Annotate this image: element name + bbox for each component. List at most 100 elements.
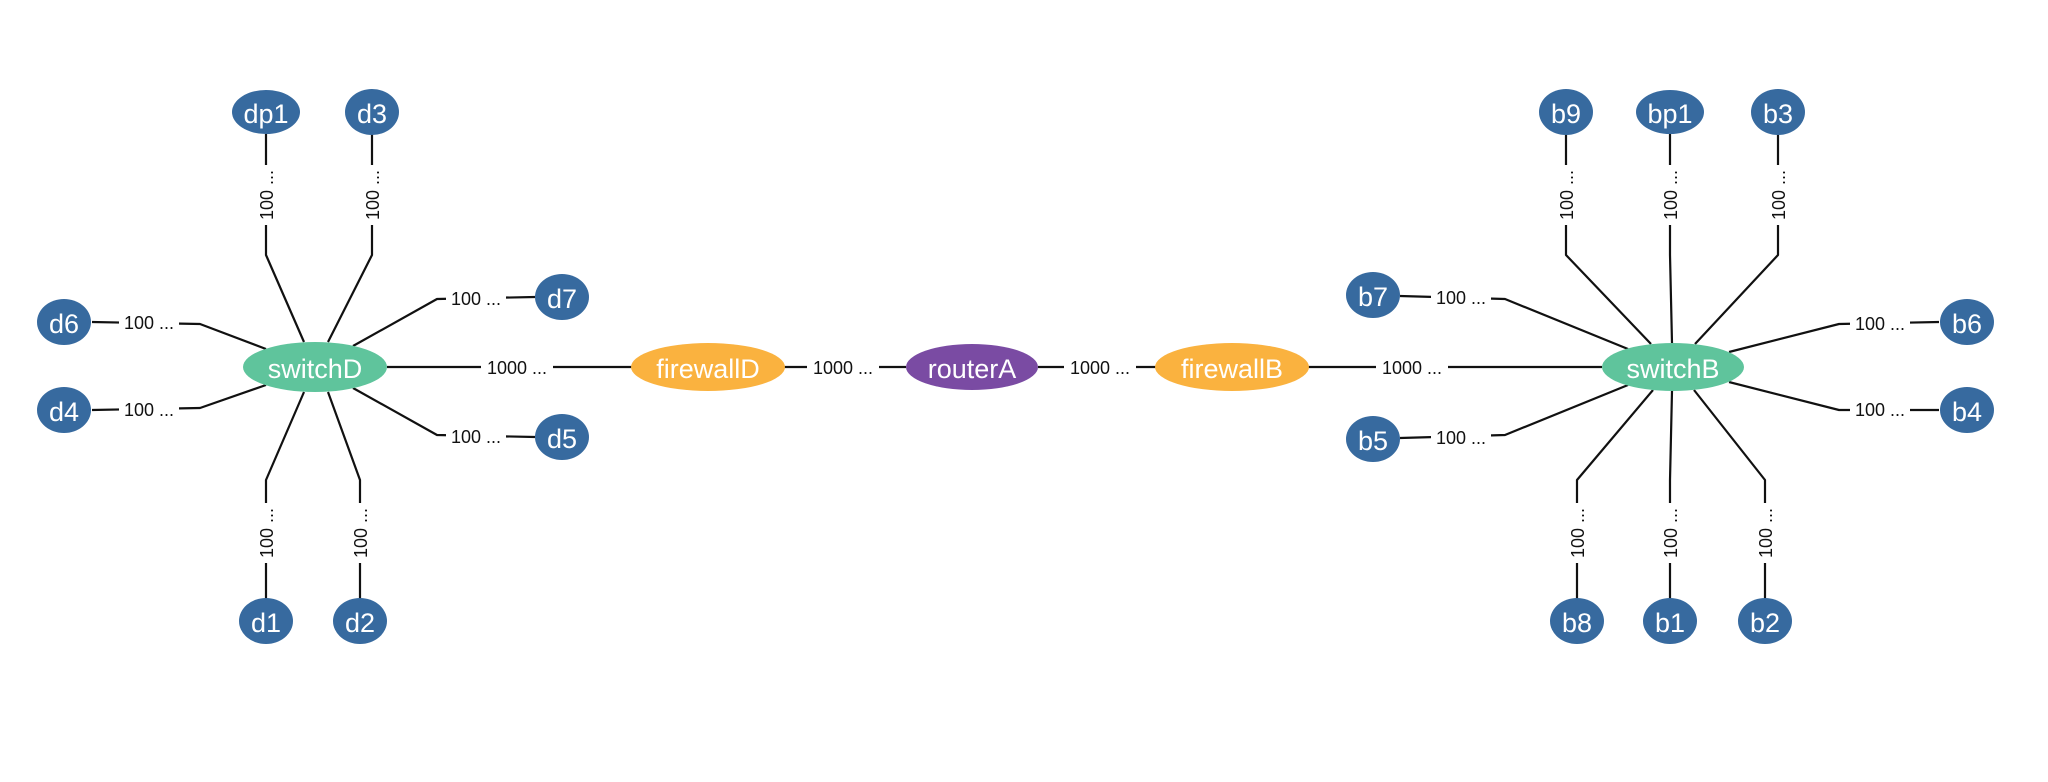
edge-switchB-b1 [1668,390,1674,599]
node-label: b9 [1551,99,1581,129]
edge-label-halo [1376,355,1448,379]
node-label: b4 [1952,397,1982,427]
edge-switchB-b8 [1575,389,1654,599]
node-switchB: switchB [1602,343,1744,391]
edge-label-halo [1658,165,1682,225]
edge-label-text: 100 ... [1855,314,1905,334]
edge-label-switchD-firewallD: 1000 ... [481,355,553,379]
firewall-node-shape [631,343,785,391]
host-node-shape [535,414,589,460]
node-b2: b2 [1738,598,1792,644]
edge-label-firewallD-routerA: 1000 ... [807,355,879,379]
host-node-shape [1539,89,1593,135]
node-label: firewallD [656,354,760,384]
edge-label-switchD-d7: 100 ... [446,286,506,310]
host-node-shape [1346,272,1400,318]
edge-label-switchD-d1: 100 ... [254,503,278,563]
edge-label-halo [1850,311,1910,335]
node-label: d2 [345,608,375,638]
edge-label-halo [254,165,278,225]
host-node-shape [1550,598,1604,644]
edge-label-routerA-firewallB: 1000 ... [1064,355,1136,379]
edge-label-halo [254,503,278,563]
node-d1: d1 [239,598,293,644]
edge-label-text: 100 ... [124,400,174,420]
node-d2: d2 [333,598,387,644]
edge-switchB-b9 [1564,134,1652,345]
node-label: b6 [1952,309,1982,339]
edge-switchD-d5 [352,387,536,439]
edge-label-text: 100 ... [257,508,277,558]
edge-label-text: 1000 ... [1070,358,1130,378]
node-b1: b1 [1643,598,1697,644]
edge-label-switchD-d5: 100 ... [446,424,506,448]
node-label: d5 [547,424,577,454]
edge-label-halo [1658,503,1682,563]
host-node-shape [535,274,589,320]
node-label: d1 [251,608,281,638]
edge-label-switchD-d2: 100 ... [348,503,372,563]
firewall-node-shape [1155,343,1309,391]
edge-label-switchB-bp1: 100 ... [1658,165,1682,225]
edge-switchB-b3 [1694,134,1780,345]
node-label: b8 [1562,608,1592,638]
edge-label-text: 100 ... [1436,288,1486,308]
node-b6: b6 [1940,299,1994,345]
node-d6: d6 [37,299,91,345]
edge-label-halo [1766,165,1790,225]
host-node-shape [37,299,91,345]
edge-label-halo [446,286,506,310]
node-label: switchB [1626,354,1719,384]
switch-node-shape [243,342,387,392]
edge-label-halo [119,310,179,334]
edge-switchB-b2 [1693,389,1767,599]
edge-label-switchB-b2: 100 ... [1753,503,1777,563]
edge-label-switchD-d3: 100 ... [360,165,384,225]
node-label: d3 [357,99,387,129]
node-d3: d3 [345,89,399,135]
node-b9: b9 [1539,89,1593,135]
edge-label-halo [1064,355,1136,379]
edge-label-halo [1850,397,1910,421]
edge-label-halo [360,165,384,225]
edge-label-halo [446,424,506,448]
node-firewallB: firewallB [1155,343,1309,391]
edge-label-text: 100 ... [1855,400,1905,420]
node-label: dp1 [243,99,288,129]
edge-label-text: 100 ... [1661,508,1681,558]
node-dp1: dp1 [232,90,300,134]
router-node-shape [906,344,1038,390]
host-node-shape [1636,90,1704,134]
edge-label-text: 100 ... [1661,170,1681,220]
node-b4: b4 [1940,387,1994,433]
edge-label-halo [348,503,372,563]
host-node-shape [232,90,300,134]
node-label: b1 [1655,608,1685,638]
edge-label-halo [807,355,879,379]
edge-label-text: 100 ... [351,508,371,558]
edge-label-halo [481,355,553,379]
node-bp1: bp1 [1636,90,1704,134]
edge-label-text: 1000 ... [1382,358,1442,378]
node-label: bp1 [1647,99,1692,129]
host-node-shape [1940,387,1994,433]
node-label: routerA [928,354,1017,384]
edge-label-halo [1431,285,1491,309]
edge-label-switchB-b9: 100 ... [1554,165,1578,225]
edge-label-halo [1753,503,1777,563]
edge-label-text: 100 ... [257,170,277,220]
edge-label-text: 100 ... [1756,508,1776,558]
edge-label-switchB-b7: 100 ... [1431,285,1491,309]
node-label: b2 [1750,608,1780,638]
node-d7: d7 [535,274,589,320]
edge-label-text: 100 ... [451,427,501,447]
edge-label-switchD-d4: 100 ... [119,397,179,421]
switch-node-shape [1602,343,1744,391]
host-node-shape [1940,299,1994,345]
edge-label-text: 100 ... [124,313,174,333]
node-b5: b5 [1346,416,1400,462]
edge-label-text: 100 ... [1557,170,1577,220]
node-label: d6 [49,309,79,339]
edge-label-switchB-b3: 100 ... [1766,165,1790,225]
